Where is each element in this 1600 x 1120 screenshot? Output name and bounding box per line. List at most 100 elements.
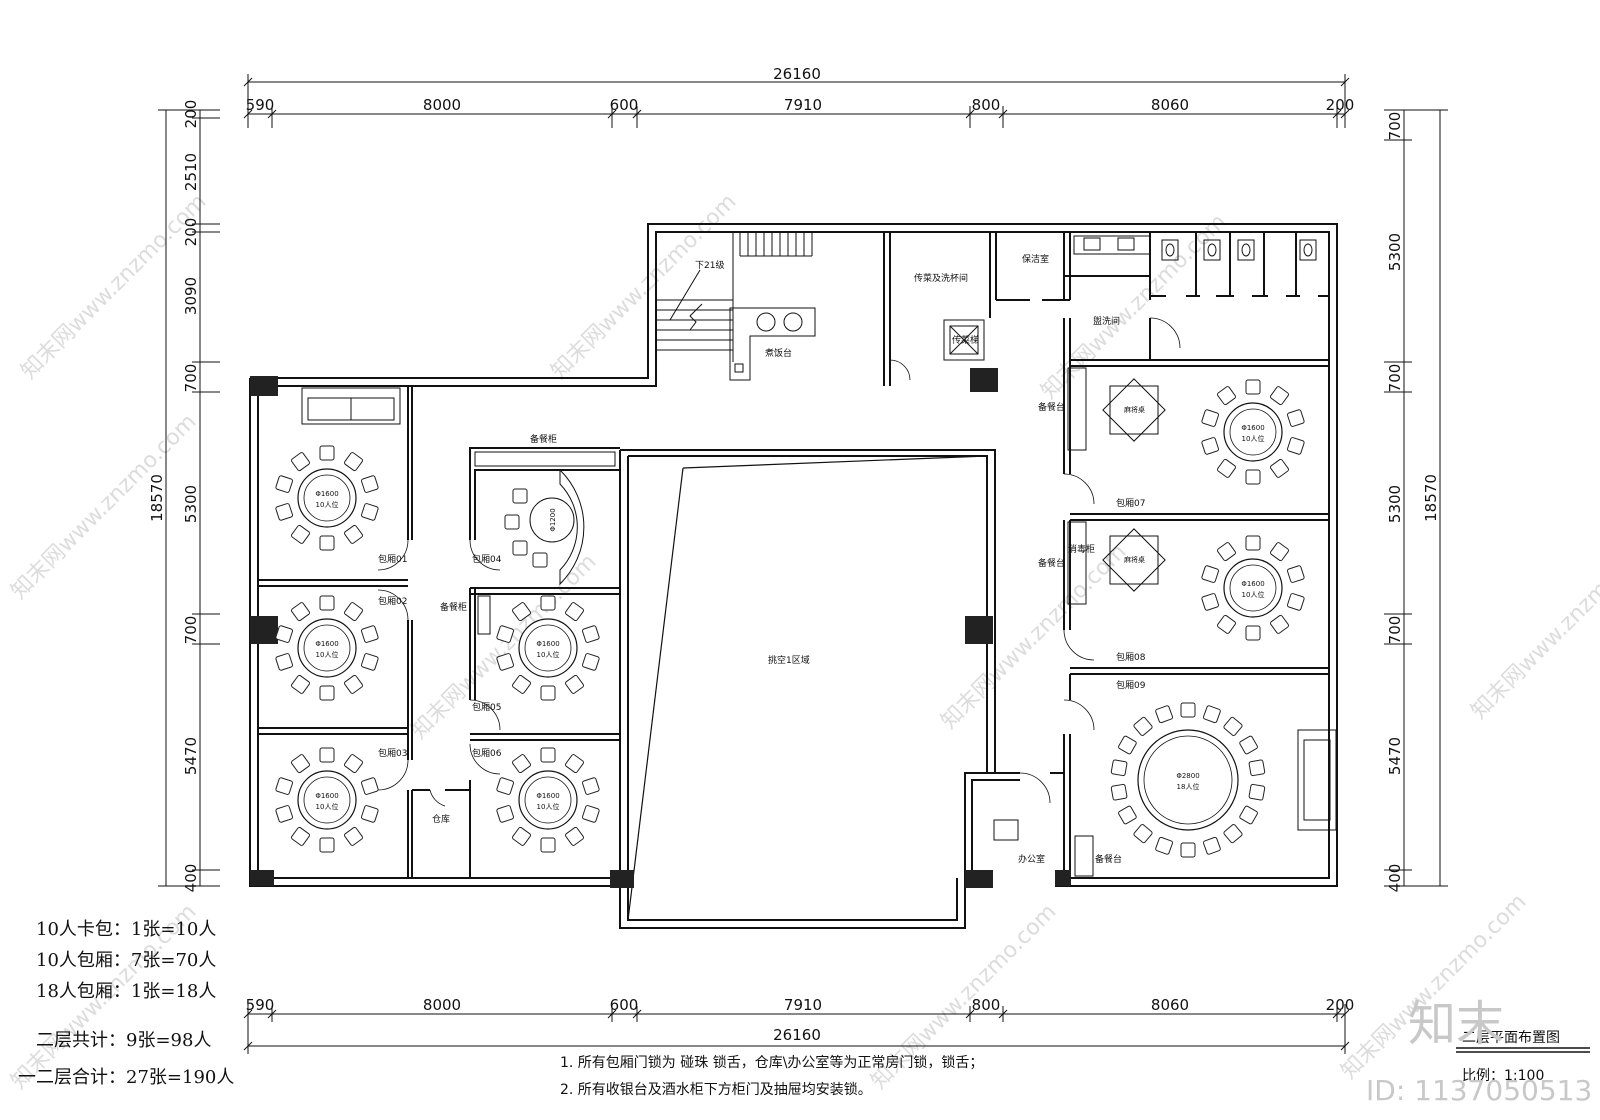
mahjong-label: 麻将桌 <box>1124 555 1145 564</box>
mahjong-table <box>1102 378 1166 592</box>
watermark-logo: 知末 <box>1408 996 1504 1052</box>
dumbwaiter-label: 传菜梯 <box>952 334 979 346</box>
chair <box>291 754 310 774</box>
table-capacity-label: 18人位 <box>1177 782 1200 791</box>
chair <box>1286 437 1305 455</box>
bottom-dim-7: 200 <box>1326 996 1355 1014</box>
serving-wash-room-label: 传菜及洗杯间 <box>914 272 968 284</box>
dumbwaiter-lift <box>943 319 985 361</box>
chair <box>581 777 600 795</box>
chair <box>275 805 294 823</box>
private-room-label: 包厢07 <box>1116 497 1145 509</box>
chair <box>344 674 363 694</box>
chair <box>344 524 363 544</box>
chair <box>360 503 379 521</box>
chair <box>1245 379 1261 395</box>
dining-tables: Φ160010人位Φ160010人位Φ160010人位Φ160010人位Φ160… <box>275 379 1305 858</box>
door-swings <box>377 317 1181 807</box>
watermark-text: 知末网www.znzmo.com <box>1337 889 1532 1084</box>
right-dimension-chain <box>1384 109 1448 887</box>
chair <box>360 653 379 671</box>
chair <box>1245 535 1261 551</box>
left-dimension-chain <box>158 109 220 887</box>
mahjong-label: 麻将桌 <box>1124 405 1145 414</box>
chair <box>1110 759 1128 777</box>
table-top <box>297 468 357 528</box>
chair <box>565 674 584 694</box>
lazy-susan <box>524 624 572 672</box>
prep-counter-right-3-label: 备餐台 <box>1095 853 1122 865</box>
cooking-counter <box>729 307 816 381</box>
left-dim-7: 700 <box>182 616 200 645</box>
note-line: 1. 所有包厢门锁为 碰珠 锁舌，仓库\办公室等为正常房门锁，锁舌； <box>560 1054 983 1071</box>
bottom-dim-6: 8060 <box>1151 996 1189 1014</box>
lazy-susan <box>1143 735 1233 825</box>
booth-table: Φ1200 <box>504 488 575 568</box>
chair <box>275 625 294 643</box>
lazy-susan <box>1229 564 1277 612</box>
chair <box>1202 836 1221 855</box>
chair <box>1180 842 1196 858</box>
booth-seating <box>559 468 585 586</box>
chair <box>540 685 556 701</box>
chair <box>319 595 335 611</box>
chair <box>581 805 600 823</box>
right-dim-7: 400 <box>1386 864 1404 893</box>
chair <box>512 674 531 694</box>
summary-line: 10人卡包：1张=10人 <box>36 919 216 940</box>
bottom-dim-2: 8000 <box>423 996 461 1014</box>
table-top <box>518 618 578 678</box>
top-dim-6: 8060 <box>1151 96 1189 114</box>
title-block <box>1456 1047 1590 1053</box>
top-dimension-chain <box>243 74 1350 128</box>
summary-line: 18人包厢：1张=18人 <box>36 981 216 1002</box>
chair <box>540 595 556 611</box>
bottom-dim-3: 600 <box>610 996 639 1014</box>
chair <box>1155 836 1174 855</box>
table-capacity-label: 10人位 <box>1242 434 1265 443</box>
chair <box>344 452 363 472</box>
right-dim-3: 700 <box>1386 364 1404 393</box>
sofa <box>301 387 401 425</box>
right-dim-5: 700 <box>1386 616 1404 645</box>
void-area-label: 挑空1区域 <box>768 654 810 666</box>
bottom-dim-1: 590 <box>246 996 275 1014</box>
table-size-label: Φ1600 <box>536 640 559 648</box>
chair <box>565 602 584 622</box>
chair <box>1201 565 1220 583</box>
chair <box>1202 705 1221 724</box>
chair <box>1286 565 1305 583</box>
chair <box>319 685 335 701</box>
lazy-susan <box>1229 408 1277 456</box>
drawing-scale: 比例：1:100 <box>1462 1068 1544 1084</box>
bottom-dim-5: 800 <box>972 996 1001 1014</box>
chair <box>319 535 335 551</box>
watermark-text: 知末网www.znzmo.com <box>1467 529 1600 724</box>
chair <box>360 625 379 643</box>
private-room-label: 包厢05 <box>472 701 501 713</box>
chair <box>581 653 600 671</box>
chair <box>275 475 294 493</box>
table-capacity-label: 10人位 <box>316 650 339 659</box>
chair <box>275 777 294 795</box>
chair <box>1118 735 1137 755</box>
chair <box>1270 614 1289 634</box>
lazy-susan <box>524 776 572 824</box>
table-size-label: Φ1200 <box>549 508 557 531</box>
chair <box>1118 805 1137 825</box>
left-dim-2: 2510 <box>182 153 200 191</box>
left-total-dimension: 18570 <box>148 474 166 522</box>
left-dim-9: 400 <box>182 864 200 893</box>
chair <box>581 625 600 643</box>
lazy-susan <box>303 624 351 672</box>
table-capacity-label: 10人位 <box>316 802 339 811</box>
top-dim-2: 8000 <box>423 96 461 114</box>
prep-counter-right-1-label: 备餐台 <box>1038 401 1065 413</box>
chair <box>319 445 335 461</box>
private-room-label: 包厢03 <box>378 747 407 759</box>
chair <box>1245 469 1261 485</box>
